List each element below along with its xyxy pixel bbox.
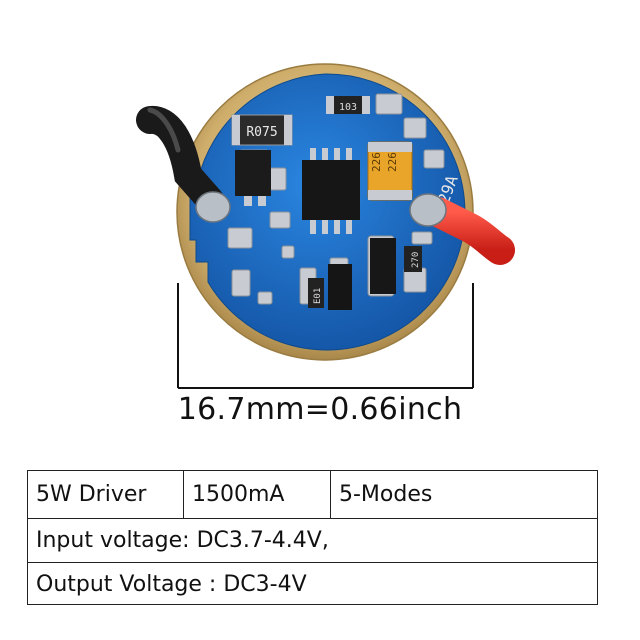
driver-ic <box>302 148 360 234</box>
driver-board-figure: R075 103 226 226 <box>136 63 515 389</box>
svg-text:270: 270 <box>411 252 421 268</box>
smd-resistor-103: 103 <box>326 96 370 114</box>
spec-row-power: 5W Driver 1500mA 5-Modes <box>28 471 597 519</box>
mosfet-left <box>235 150 271 206</box>
spec-row-input: Input voltage: DC3.7-4.4V, <box>28 519 597 563</box>
spec-driver-power: 5W Driver <box>28 471 184 518</box>
smd-resistor-270: 270 <box>404 246 422 272</box>
positive-wire-red <box>423 197 515 265</box>
solder-blob-right <box>409 193 447 227</box>
dimension-bracket <box>177 283 474 389</box>
spec-modes: 5-Modes <box>339 482 433 507</box>
solder-blob-left <box>195 191 231 223</box>
negative-wire-black <box>136 106 224 214</box>
spec-output-voltage: Output Voltage : DC3-4V <box>36 572 307 597</box>
svg-text:226: 226 <box>386 152 399 172</box>
svg-text:R075: R075 <box>246 125 277 140</box>
dimension-label: 16.7mm=0.66inch <box>177 392 463 427</box>
spec-input-voltage: Input voltage: DC3.7-4.4V, <box>36 528 329 553</box>
tantalum-capacitor: 226 226 <box>367 141 413 201</box>
spec-current: 1500mA <box>184 471 331 518</box>
spec-table: 5W Driver 1500mA 5-Modes Input voltage: … <box>27 470 598 605</box>
mosfet-bottom: E01 <box>308 264 352 310</box>
svg-text:E01: E01 <box>313 288 323 304</box>
diode-right <box>370 238 396 294</box>
svg-text:226: 226 <box>370 152 383 172</box>
spec-row-output: Output Voltage : DC3-4V <box>28 563 597 606</box>
svg-text:103: 103 <box>339 102 357 113</box>
current-sense-resistor: R075 <box>231 114 293 146</box>
